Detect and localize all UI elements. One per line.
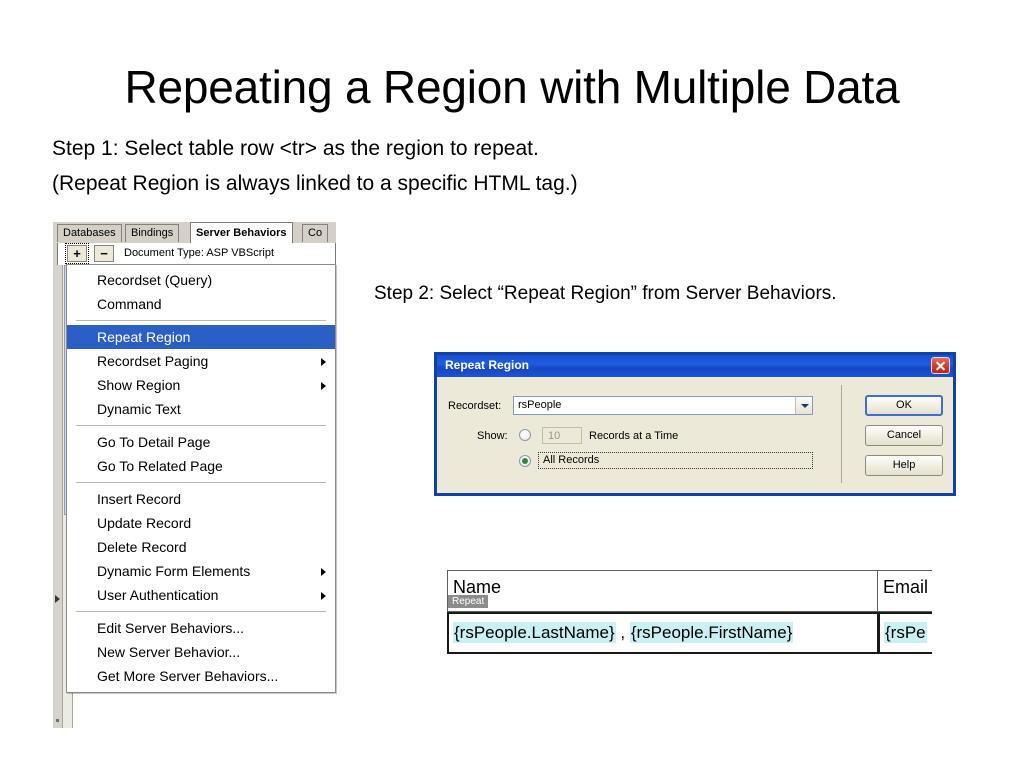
ok-button[interactable]: OK	[865, 395, 943, 416]
design-view-table: Name Email Repeat {rsPeople.LastName} , …	[447, 570, 932, 656]
menu-item-dynamic-form-elements[interactable]: Dynamic Form Elements	[67, 559, 335, 583]
radio-records-at-a-time[interactable]	[519, 429, 531, 441]
rail-grip-dot	[56, 719, 59, 722]
submenu-arrow-icon	[321, 568, 326, 576]
add-behavior-button[interactable]: +	[65, 243, 89, 264]
tab-server-behaviors[interactable]: Server Behaviors	[190, 222, 293, 243]
dynamic-text-firstname: {rsPeople.FirstName}	[629, 622, 794, 643]
dynamic-text-lastname: {rsPeople.LastName}	[453, 622, 616, 643]
server-behaviors-menu: Recordset (Query) Command Repeat Region …	[66, 264, 336, 693]
tab-components[interactable]: Co	[302, 224, 329, 242]
table-header-row: Name Email	[447, 570, 932, 612]
menu-item-show-region[interactable]: Show Region	[67, 373, 335, 397]
tab-databases[interactable]: Databases	[57, 224, 122, 242]
help-button[interactable]: Help	[865, 455, 943, 476]
table-header-email[interactable]: Email	[883, 577, 929, 597]
table-cell-name[interactable]: {rsPeople.LastName} , {rsPeople.FirstNam…	[447, 612, 879, 654]
records-at-a-time-label: Records at a Time	[589, 430, 679, 442]
submenu-arrow-icon	[321, 592, 326, 600]
panel-toolbar: + − Document Type: ASP VBScript	[57, 243, 336, 265]
dialog-title: Repeat Region	[445, 358, 530, 372]
menu-item-repeat-region[interactable]: Repeat Region	[67, 325, 335, 349]
collapse-arrow-icon[interactable]	[55, 595, 60, 603]
records-count-value: 10	[548, 430, 561, 442]
step2-line: Step 2: Select “Repeat Region” from Serv…	[374, 283, 837, 304]
page-title: Repeating a Region with Multiple Data	[124, 61, 900, 113]
table-header-name[interactable]: Name	[448, 571, 878, 611]
table-cell-email[interactable]: {rsPe	[878, 612, 932, 654]
menu-item-insert-record[interactable]: Insert Record	[97, 491, 182, 507]
name-separator: ,	[615, 623, 630, 642]
repeat-region-badge[interactable]: Repeat	[448, 595, 489, 608]
menu-item-get-more-server-behaviors[interactable]: Get More Server Behaviors...	[97, 668, 279, 684]
all-records-label: All Records	[543, 454, 600, 466]
tab-bindings[interactable]: Bindings	[125, 224, 180, 242]
menu-item-label: Recordset Paging	[97, 353, 209, 369]
menu-item-label: User Authentication	[97, 587, 219, 603]
table-row: {rsPeople.LastName} , {rsPeople.FirstNam…	[447, 612, 932, 654]
recordset-label: Recordset:	[448, 400, 502, 412]
server-behaviors-panel: Databases Bindings Server Behaviors Co +…	[52, 222, 336, 728]
menu-item-update-record[interactable]: Update Record	[97, 515, 192, 531]
cancel-button[interactable]: Cancel	[865, 425, 943, 446]
dialog-divider	[841, 385, 842, 483]
close-icon[interactable]	[931, 357, 950, 374]
dialog-titlebar[interactable]: Repeat Region	[437, 355, 953, 377]
menu-separator	[76, 482, 326, 483]
records-count-input[interactable]: 10	[542, 427, 582, 444]
menu-separator	[76, 611, 326, 612]
chevron-down-icon[interactable]	[795, 397, 812, 414]
menu-item-recordset-paging[interactable]: Recordset Paging	[67, 349, 335, 373]
dialog-body: Recordset: rsPeople Show: 10 Records at …	[437, 377, 953, 493]
submenu-arrow-icon	[321, 358, 326, 366]
recordset-select[interactable]: rsPeople	[513, 396, 813, 415]
menu-item-delete-record[interactable]: Delete Record	[97, 539, 187, 555]
panel-tabstrip: Databases Bindings Server Behaviors Co	[57, 222, 336, 243]
menu-item-dynamic-text[interactable]: Dynamic Text	[97, 401, 181, 417]
menu-item-recordset-query[interactable]: Recordset (Query)	[97, 272, 213, 288]
menu-item-go-to-detail-page[interactable]: Go To Detail Page	[97, 434, 211, 450]
remove-behavior-button[interactable]: −	[94, 245, 114, 262]
menu-item-command[interactable]: Command	[97, 296, 162, 312]
all-records-field[interactable]: All Records	[538, 452, 813, 469]
menu-item-go-to-related-page[interactable]: Go To Related Page	[97, 458, 223, 474]
menu-item-new-server-behavior[interactable]: New Server Behavior...	[97, 644, 241, 660]
menu-item-label: Show Region	[97, 377, 181, 393]
radio-all-records[interactable]	[519, 455, 531, 467]
step1-line1: Step 1: Select table row <tr> as the reg…	[52, 137, 539, 160]
menu-separator	[76, 425, 326, 426]
menu-item-edit-server-behaviors[interactable]: Edit Server Behaviors...	[97, 620, 245, 636]
recordset-value: rsPeople	[518, 399, 562, 411]
document-type-label: Document Type: ASP VBScript	[124, 247, 275, 259]
menu-item-user-authentication[interactable]: User Authentication	[67, 583, 335, 607]
show-label: Show:	[477, 430, 508, 442]
step1-line2: (Repeat Region is always linked to a spe…	[52, 172, 578, 195]
dynamic-text-email: {rsPe	[884, 622, 927, 643]
submenu-arrow-icon	[321, 382, 326, 390]
menu-separator	[76, 320, 326, 321]
repeat-region-dialog: Repeat Region Recordset: rsPeople Show: …	[434, 352, 956, 496]
menu-item-label: Dynamic Form Elements	[97, 563, 251, 579]
